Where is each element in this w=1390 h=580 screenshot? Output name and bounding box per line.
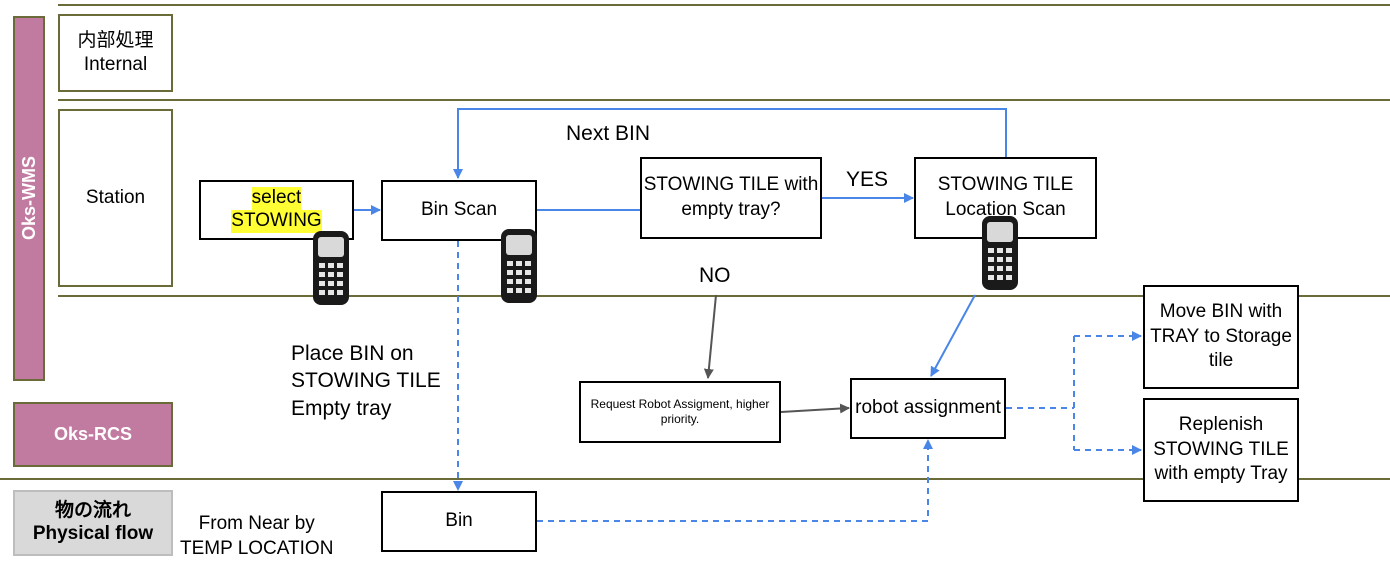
lane-divider-station bbox=[58, 295, 1390, 297]
move-bin-node: Move BIN with TRAY to Storage tile bbox=[1143, 285, 1299, 389]
place-bin-label: Place BIN on STOWING TILE Empty tray bbox=[291, 340, 441, 422]
from-near-line1: From Near by bbox=[198, 513, 315, 534]
edge-bin-to-robot bbox=[537, 439, 933, 522]
lane-divider-rcs bbox=[0, 478, 1390, 480]
replenish-node: Replenish STOWING TILE with empty Tray bbox=[1143, 398, 1299, 502]
request-robot-node: Request Robot Assigment, higher priority… bbox=[579, 381, 781, 443]
place-bin-line3: Empty tray bbox=[291, 396, 392, 420]
bin-node: Bin bbox=[381, 491, 537, 552]
internal-label-jp: 内部処理 bbox=[77, 30, 154, 52]
edge-locscan-to-robot bbox=[930, 294, 976, 377]
select-stowing-line2: STOWING bbox=[231, 210, 322, 233]
internal-label-en: Internal bbox=[83, 54, 148, 75]
internal-lane-label: 内部処理 Internal bbox=[58, 14, 173, 92]
edge-next-bin-loop bbox=[453, 108, 1007, 179]
from-near-line2: TEMP LOCATION bbox=[180, 537, 334, 559]
edge-no-to-request bbox=[703, 294, 717, 379]
oks-wms-lane-label: Oks-WMS bbox=[13, 16, 45, 381]
lane-divider-internal bbox=[58, 99, 1390, 101]
select-stowing-line1: select bbox=[251, 187, 302, 210]
handheld-scanner-icon bbox=[313, 231, 349, 305]
place-bin-line2: STOWING TILE bbox=[291, 369, 441, 393]
from-near-label: From Near by TEMP LOCATION bbox=[180, 512, 333, 561]
lane-divider-top bbox=[58, 4, 1390, 6]
no-label: NO bbox=[699, 264, 731, 287]
select-stowing-node: select STOWING bbox=[199, 180, 354, 240]
handheld-scanner-icon bbox=[982, 216, 1018, 290]
stowing-tile-question-node: STOWING TILE with empty tray? bbox=[640, 157, 822, 239]
handheld-scanner-icon bbox=[501, 229, 537, 303]
physical-flow-lane-label: 物の流れ Physical flow bbox=[13, 490, 173, 556]
oks-rcs-lane-label: Oks-RCS bbox=[13, 402, 173, 467]
next-bin-label: Next BIN bbox=[566, 122, 651, 145]
yes-label: YES bbox=[846, 168, 889, 191]
edge-request-to-robot bbox=[780, 403, 850, 414]
robot-assignment-node: robot assignment bbox=[850, 378, 1006, 439]
station-lane-label: Station bbox=[58, 109, 173, 287]
place-bin-line1: Place BIN on bbox=[291, 342, 414, 365]
physical-flow-en: Physical flow bbox=[32, 523, 154, 544]
physical-flow-jp: 物の流れ bbox=[54, 500, 131, 522]
